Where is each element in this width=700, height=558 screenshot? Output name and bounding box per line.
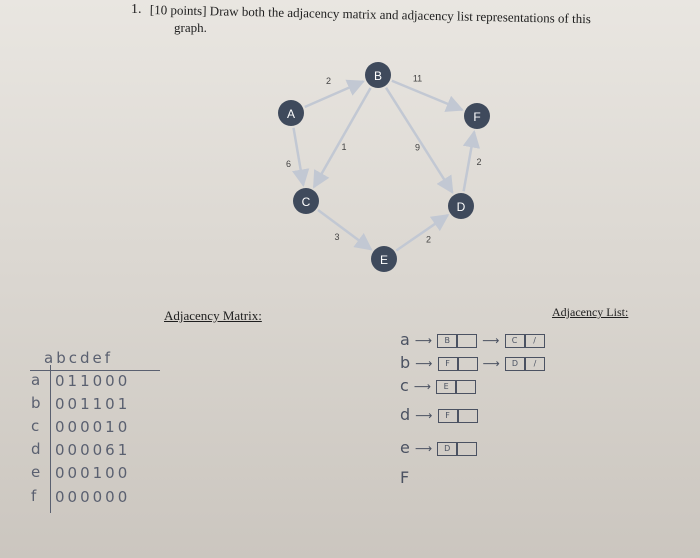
arrow-icon: ⟶: [415, 408, 433, 423]
arrow-icon: ⟶: [413, 379, 432, 394]
matrix-row-label-a: a: [31, 371, 44, 389]
arrow-icon: ⟶: [415, 356, 433, 371]
edge-weight-b-c: 1: [341, 142, 346, 152]
list-row-e: e ⟶ D: [400, 438, 478, 457]
graph-node-d: D: [448, 193, 474, 219]
adjacency-matrix-title: Adjacency Matrix:: [164, 308, 262, 323]
graph-node-a: A: [278, 100, 304, 126]
arrow-icon: ⟶: [414, 441, 433, 456]
list-row-d: d ⟶ F: [400, 405, 478, 424]
matrix-row-values-b: 001101: [55, 395, 131, 413]
matrix-header-row: abcdef: [44, 349, 113, 367]
edge-a-c: [292, 127, 310, 187]
matrix-row-label-b: b: [31, 394, 44, 412]
matrix-row-values-d: 000061: [55, 441, 131, 459]
matrix-row-label-d: d: [31, 440, 44, 458]
edge-weight-c-e: 3: [334, 232, 339, 242]
question-number: 1.: [131, 2, 142, 17]
edge-d-f: [462, 130, 481, 192]
edge-weight-e-d: 2: [426, 235, 431, 245]
matrix-header-underline: [30, 370, 160, 371]
edge-weight-a-b: 2: [326, 76, 331, 86]
list-node-cell: D: [437, 441, 458, 456]
list-label-b: b: [400, 353, 411, 372]
arrow-icon: ⟶: [482, 333, 500, 348]
list-label-e: e: [400, 438, 410, 457]
svg-text:A: A: [287, 107, 295, 121]
list-label-f: F: [400, 468, 410, 487]
graph-node-e: E: [371, 246, 397, 272]
list-null-cell: /: [524, 333, 545, 348]
matrix-row-label-e: e: [31, 463, 44, 481]
svg-text:D: D: [457, 200, 466, 214]
matrix-row-values-e: 000100: [55, 464, 131, 482]
edge-b-f: [391, 79, 464, 112]
matrix-row-label-f: f: [31, 487, 40, 505]
edge-b-c: [312, 87, 372, 189]
question-text-line2: graph.: [174, 20, 207, 35]
graph-node-c: C: [293, 188, 319, 214]
matrix-column-divider: [50, 365, 51, 513]
list-label-a: a: [400, 330, 410, 349]
list-row-f: F: [400, 468, 409, 487]
list-row-a: a ⟶ B ⟶ C/: [400, 330, 545, 349]
adjacency-list-title: Adjacency List:: [552, 305, 629, 319]
list-node-cell: F: [437, 356, 458, 371]
svg-text:B: B: [374, 69, 382, 83]
edge-b-d: [384, 87, 454, 194]
svg-text:E: E: [380, 253, 388, 267]
list-node-cell: B: [437, 333, 458, 348]
list-row-b: b ⟶ F ⟶ D/: [400, 353, 545, 372]
matrix-row-values-f: 000000: [55, 488, 131, 506]
list-node-cell: F: [437, 408, 458, 423]
arrow-icon: ⟶: [414, 333, 433, 348]
svg-text:C: C: [302, 195, 311, 209]
list-pointer-cell: [457, 441, 478, 456]
graph-node-b: B: [365, 62, 391, 88]
list-row-c: c ⟶ E: [400, 376, 477, 395]
edge-weight-d-f: 2: [476, 157, 481, 167]
list-pointer-cell: [456, 379, 477, 394]
edge-weight-b-d: 9: [415, 143, 420, 153]
edge-e-d: [395, 214, 450, 252]
matrix-row-values-c: 000010: [55, 418, 131, 436]
edge-a-b: [304, 79, 365, 109]
matrix-row-values-a: 011000: [55, 372, 131, 390]
list-label-d: d: [400, 405, 411, 424]
edge-weight-a-c: 6: [286, 159, 291, 169]
list-node-cell: C: [504, 333, 525, 348]
edge-c-e: [317, 208, 373, 251]
graph-node-f: F: [464, 103, 490, 129]
list-pointer-cell: [457, 356, 478, 371]
matrix-row-label-c: c: [31, 417, 43, 435]
arrow-icon: ⟶: [482, 356, 500, 371]
svg-text:F: F: [473, 110, 480, 124]
list-null-cell: /: [524, 356, 545, 371]
edge-weight-b-f: 11: [413, 74, 422, 84]
list-pointer-cell: [457, 408, 478, 423]
list-pointer-cell: [457, 333, 478, 348]
list-label-c: c: [400, 376, 409, 395]
list-node-cell: E: [436, 379, 457, 394]
list-node-cell: D: [504, 356, 525, 371]
